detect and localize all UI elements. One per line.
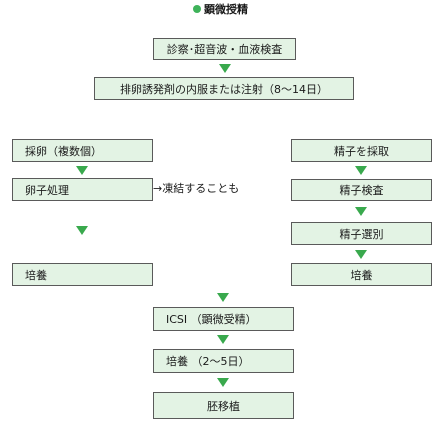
arrow-down-icon bbox=[217, 335, 229, 344]
arrow-down-icon bbox=[76, 166, 88, 175]
node-sperm-test: 精子検査 bbox=[291, 179, 432, 201]
node-sperm-collection: 精子を採取 bbox=[291, 139, 432, 162]
freeze-note: →凍結することも bbox=[153, 182, 240, 195]
node-ovulation-drug: 排卵誘発剤の内服または注射（8～14日） bbox=[94, 77, 354, 100]
arrow-down-icon bbox=[217, 378, 229, 387]
arrow-down-icon bbox=[219, 64, 231, 73]
arrow-down-icon bbox=[355, 166, 367, 175]
node-embryo-transfer: 胚移植 bbox=[153, 392, 294, 419]
node-sperm-selection: 精子選別 bbox=[291, 222, 432, 245]
node-icsi: ICSI （顕微受精） bbox=[153, 307, 294, 331]
node-egg-processing: 卵子処理 bbox=[12, 178, 153, 201]
diagram-title: 顕微授精 bbox=[193, 1, 248, 17]
arrow-down-icon bbox=[355, 207, 367, 216]
node-culture-right: 培養 bbox=[291, 263, 432, 286]
arrow-down-icon bbox=[355, 250, 367, 259]
arrow-down-icon bbox=[217, 293, 229, 302]
node-diagnosis: 診察･超音波・血液検査 bbox=[153, 38, 296, 60]
node-culture-left: 培養 bbox=[12, 263, 153, 286]
node-culture-days: 培養 （2～5日） bbox=[153, 349, 294, 373]
node-egg-collection: 採卵（複数個） bbox=[12, 139, 153, 162]
title-dot-icon bbox=[193, 5, 201, 13]
arrow-down-icon bbox=[76, 226, 88, 235]
diagram-title-text: 顕微授精 bbox=[204, 3, 248, 16]
